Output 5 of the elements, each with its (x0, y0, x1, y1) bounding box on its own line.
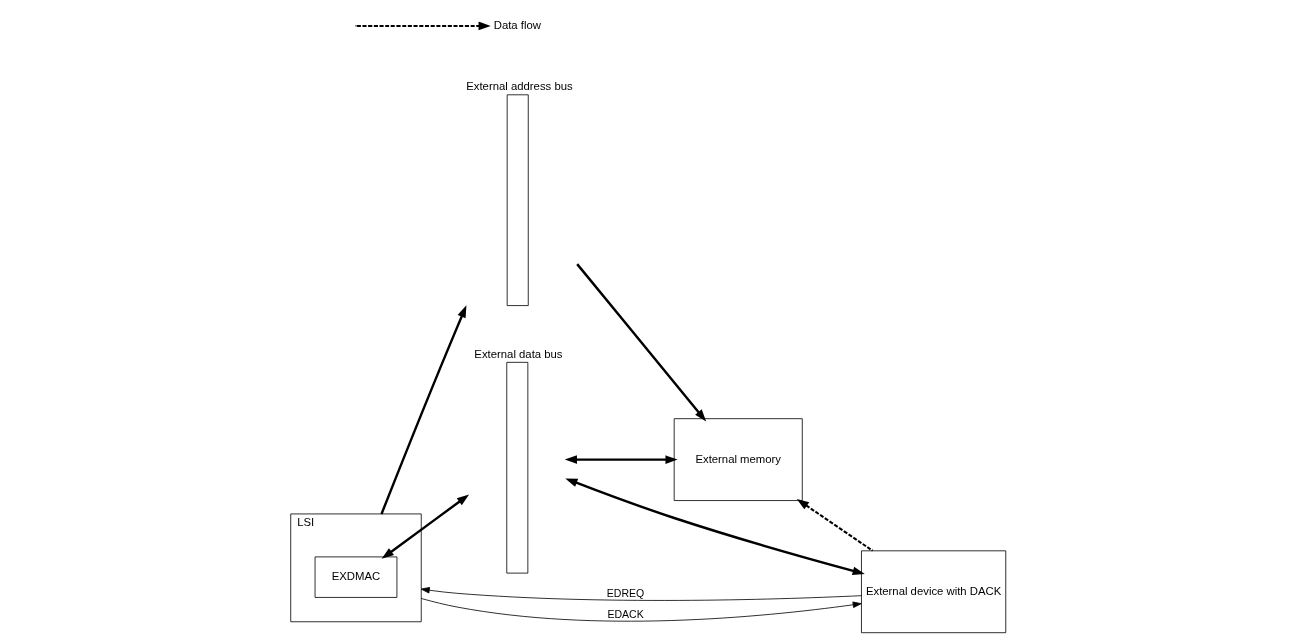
edge-label: EDREQ (606, 586, 645, 599)
node-label: External data bus (474, 347, 563, 360)
legend-label: Data flow (493, 18, 541, 31)
edge-label: EDACK (607, 608, 644, 621)
node-label: External address bus (466, 80, 573, 93)
